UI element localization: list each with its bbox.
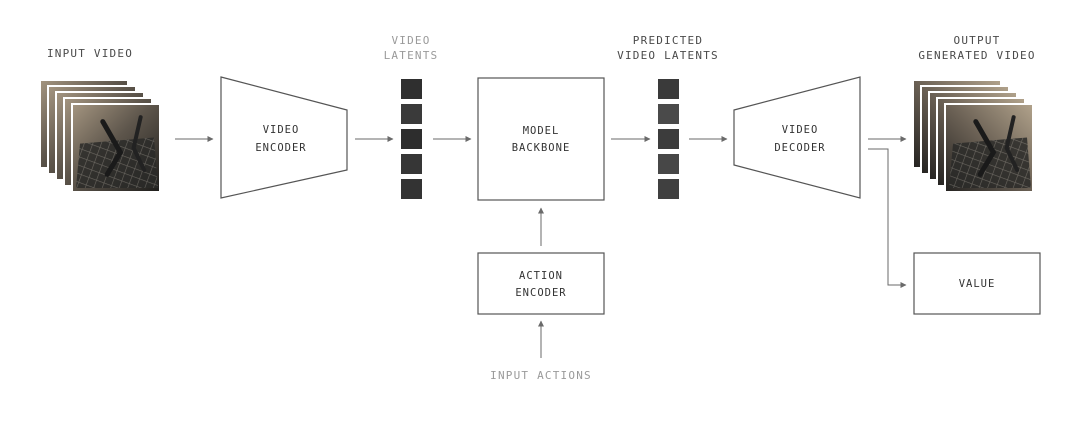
latent-cell bbox=[658, 154, 679, 174]
latent-cell bbox=[401, 179, 422, 199]
predicted-latents-label-line2: VIDEO LATENTS bbox=[617, 49, 719, 62]
model-backbone-text-line1: MODEL bbox=[522, 125, 560, 137]
value-block bbox=[913, 252, 1041, 315]
predicted-latents-stack bbox=[658, 79, 679, 199]
video-encoder-text-line1: VIDEO bbox=[262, 124, 300, 136]
latent-cell bbox=[658, 129, 679, 149]
video-frame bbox=[944, 103, 1034, 193]
video-encoder-text-line2: ENCODER bbox=[255, 142, 307, 154]
video-decoder-block bbox=[733, 76, 861, 199]
video-encoder-block bbox=[220, 76, 348, 199]
latent-cell bbox=[658, 104, 679, 124]
latent-cell bbox=[401, 129, 422, 149]
output-video-frames bbox=[912, 79, 1034, 193]
action-encoder-block bbox=[477, 252, 605, 315]
video-frame bbox=[71, 103, 161, 193]
action-encoder-text-line1: ACTION bbox=[519, 270, 563, 282]
output-label-line1: OUTPUT bbox=[953, 34, 1001, 47]
video-decoder-text-line1: VIDEO bbox=[781, 124, 819, 136]
video-latents-label-line1: VIDEO bbox=[391, 34, 431, 47]
model-backbone-block bbox=[477, 77, 605, 201]
input-video-label: INPUT VIDEO bbox=[46, 47, 134, 60]
input-video-frames bbox=[39, 79, 161, 193]
video-latents-stack bbox=[401, 79, 422, 199]
latent-cell bbox=[658, 79, 679, 99]
action-encoder-text-line2: ENCODER bbox=[515, 287, 567, 299]
predicted-latents-label-line1: PREDICTED bbox=[632, 34, 704, 47]
video-decoder-text-line2: DECODER bbox=[774, 142, 826, 154]
output-label-line2: GENERATED VIDEO bbox=[918, 49, 1036, 62]
input-actions-label: INPUT ACTIONS bbox=[490, 369, 592, 382]
latent-cell bbox=[401, 154, 422, 174]
video-latents-label-line2: LATENTS bbox=[383, 49, 439, 62]
latent-cell bbox=[401, 104, 422, 124]
latent-cell bbox=[401, 79, 422, 99]
arrow-decoder-to-value bbox=[868, 148, 907, 288]
value-text: VALUE bbox=[958, 278, 996, 290]
model-backbone-text-line2: BACKBONE bbox=[511, 142, 571, 154]
latent-cell bbox=[658, 179, 679, 199]
